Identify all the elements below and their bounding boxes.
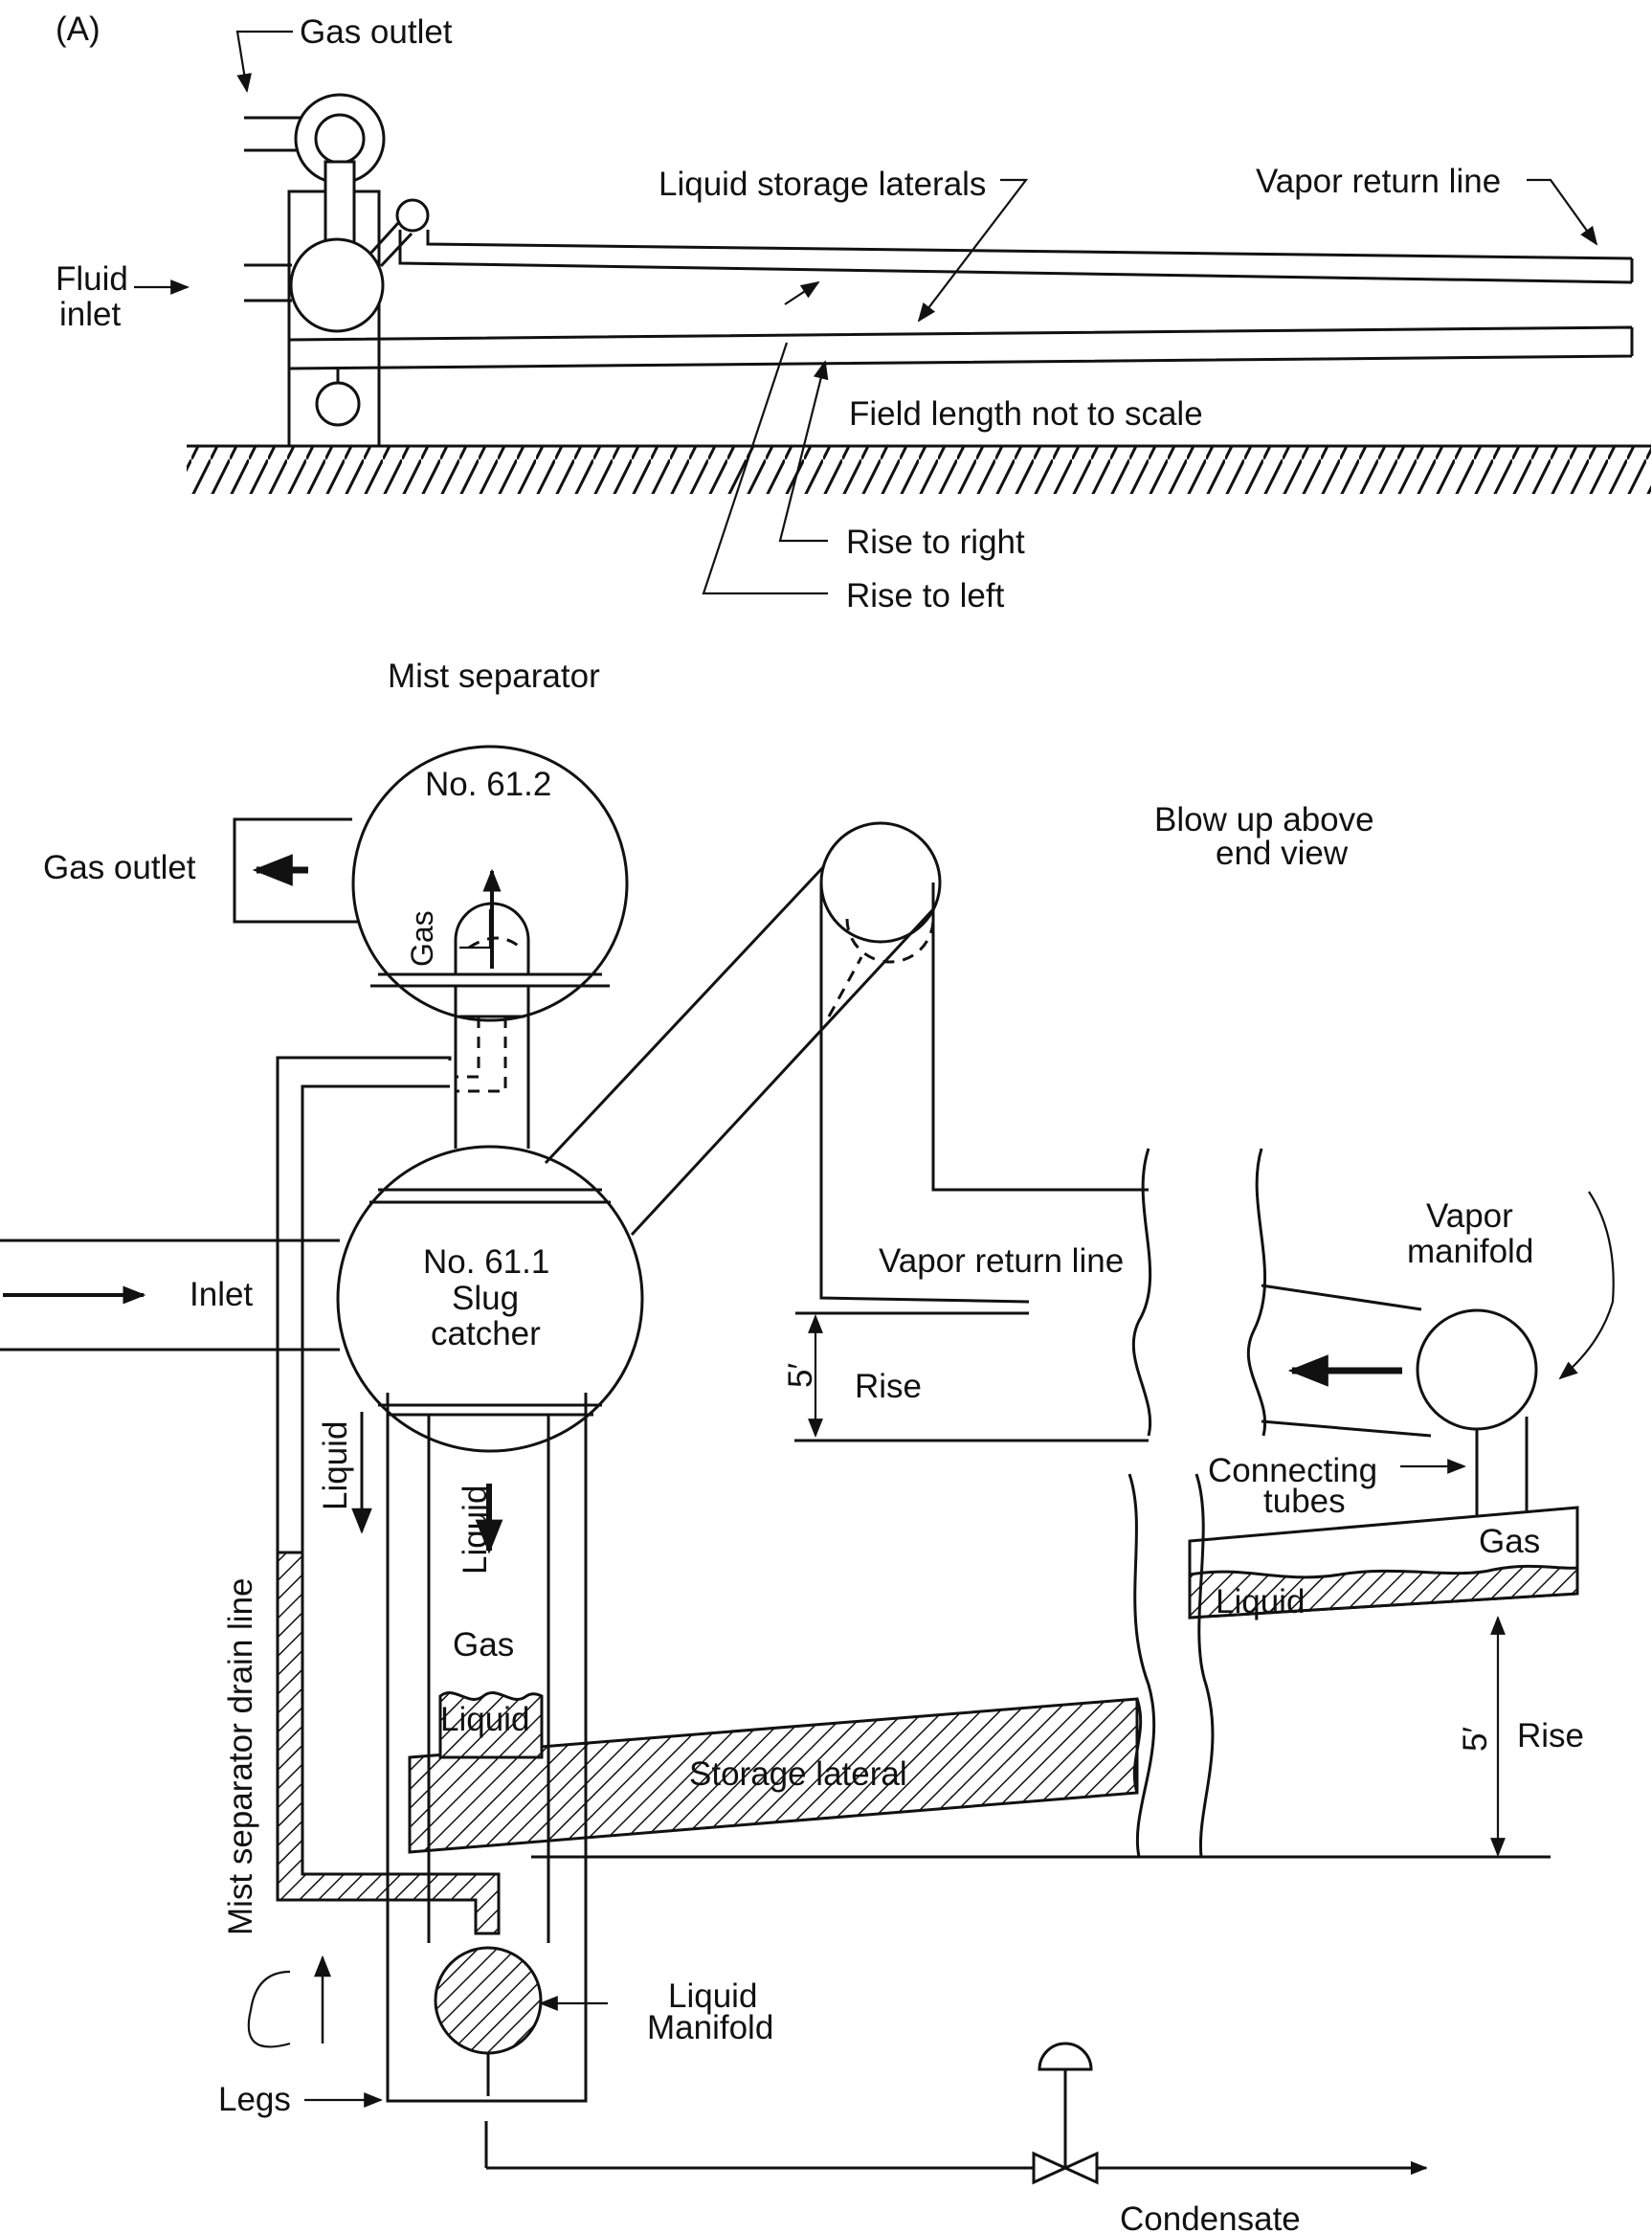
vapor-diag-dash (827, 956, 863, 1017)
connecting-tubes-label-line1: Connecting (1208, 1452, 1377, 1489)
vapor-return-right-wall (931, 882, 1149, 1192)
gas-leader (459, 909, 492, 949)
blow-up-label-line1: Blow up above (1154, 801, 1374, 838)
liquid-manifold-a (315, 381, 361, 427)
downcomer-dash-left (456, 1016, 480, 1079)
liquid-lateral-a (288, 325, 1634, 370)
liquid-storage-laterals-label: Liquid storage laterals (659, 166, 986, 203)
gas-outlet-label-a: Gas outlet (300, 13, 453, 51)
rise-to-right-leader (778, 360, 829, 543)
inlet-label: Inlet (190, 1276, 253, 1313)
break-line-2 (1246, 1148, 1267, 1437)
blow-up-label-line2: end view (1216, 835, 1349, 872)
rise-to-left-leader (702, 342, 828, 595)
field-length-note: Field length not to scale (849, 395, 1203, 433)
liquid-manifold-label-line1: Liquid (668, 1977, 757, 2015)
laterals-leader-right (917, 178, 1029, 323)
drain-loop (247, 1970, 291, 2048)
liquid-left-label: Liquid (317, 1421, 354, 1510)
slug-catcher-label-line1: Slug (452, 1280, 519, 1317)
condensate-label: Condensate (1120, 2200, 1301, 2234)
gas-outlet-leader-a (235, 30, 293, 93)
slug-catcher-vessel (336, 1145, 644, 1453)
slug-catcher-number: No. 61.1 (423, 1243, 549, 1281)
vapor-diag-lower (630, 907, 935, 1237)
legs-label: Legs (218, 2081, 291, 2118)
mist-separator-number: No. 61.2 (425, 766, 551, 803)
vapor-diag-upper (544, 865, 825, 1165)
gas-outlet-label-b: Gas outlet (43, 849, 196, 886)
rise-upper-label: Rise (855, 1368, 922, 1405)
rise-dimension-upper-label: 5′ (782, 1363, 819, 1388)
slug-catcher-label-line2: catcher (431, 1315, 541, 1352)
panel-a-end-view: (A) Gas outlet Fluid inlet Liquid (56, 11, 1651, 614)
gas-in-separator-label: Gas (405, 910, 439, 967)
leg-liquid-level (438, 1691, 544, 1759)
fluid-inlet-label-line2: inlet (59, 296, 121, 333)
laterals-leader-left (784, 280, 820, 305)
lateral-gas-label: Gas (1479, 1523, 1540, 1560)
panel-label: (A) (56, 11, 100, 48)
vapor-manifold-leader (1558, 1191, 1615, 1380)
vapor-elbow-dash (845, 918, 935, 964)
vapor-manifold-pipe (1261, 1284, 1432, 1438)
vapor-manifold-label-line1: Vapor (1426, 1197, 1513, 1235)
vapor-return-line-a (398, 230, 1634, 284)
valve-actuator (1038, 2042, 1093, 2071)
downcomer-dash-right (456, 1016, 507, 1093)
riser-dashed-hood (468, 936, 522, 949)
storage-lateral-label: Storage lateral (689, 1755, 907, 1793)
vapor-return-leader-a (1527, 178, 1598, 246)
leg-gas-label: Gas (453, 1626, 514, 1664)
liquid-manifold (434, 1946, 543, 2055)
vapor-return-line-label-b: Vapor return line (879, 1242, 1124, 1280)
ground-hatch (187, 446, 1651, 494)
drain-line-upper-inner (301, 1084, 450, 1553)
vapor-return-left-wall (819, 882, 1030, 1304)
leg-liquid-label: Liquid (440, 1701, 529, 1738)
connecting-tubes-label-line2: tubes (1263, 1483, 1346, 1520)
liquid-center-label: Liquid (457, 1486, 494, 1575)
mist-separator-drain-line-label: Mist separator drain line (222, 1578, 259, 1936)
break-line-4 (1194, 1473, 1215, 1858)
mist-separator-label: Mist separator (388, 658, 600, 695)
storage-lateral-break (1132, 1698, 1143, 1794)
fluid-inlet-label-line1: Fluid (56, 260, 128, 298)
vapor-manifold-a (395, 198, 430, 233)
vapor-return-line-label-a: Vapor return line (1256, 163, 1501, 200)
slug-catcher-vessel-a (289, 237, 385, 333)
rise-to-right-label: Rise to right (846, 524, 1025, 561)
vapor-manifold-label-line2: manifold (1407, 1233, 1533, 1270)
break-line-1 (1131, 1148, 1152, 1437)
rise-to-left-label: Rise to left (846, 577, 1005, 614)
panel-b-detail: Mist separator No. 61.2 Gas outlet Gas B… (0, 658, 1615, 2234)
mist-separator-drain-line (276, 1551, 501, 1935)
lateral-liquid-label: Liquid (1216, 1583, 1305, 1620)
rise-dimension-lower-label: 5′ (1457, 1727, 1494, 1752)
liquid-manifold-label-line2: Manifold (647, 2009, 773, 2046)
drain-line-upper-outer (276, 1056, 452, 1553)
gas-outlet-box (233, 817, 373, 924)
upper-lateral-liquid (1188, 1564, 1579, 1620)
legs-bracket (386, 1393, 588, 2103)
vapor-return-elbow (819, 821, 942, 944)
vapor-manifold (1416, 1308, 1538, 1431)
vapor-brace-a2 (379, 232, 413, 268)
break-line-3 (1127, 1473, 1156, 1858)
rise-lower-label: Rise (1517, 1717, 1584, 1754)
